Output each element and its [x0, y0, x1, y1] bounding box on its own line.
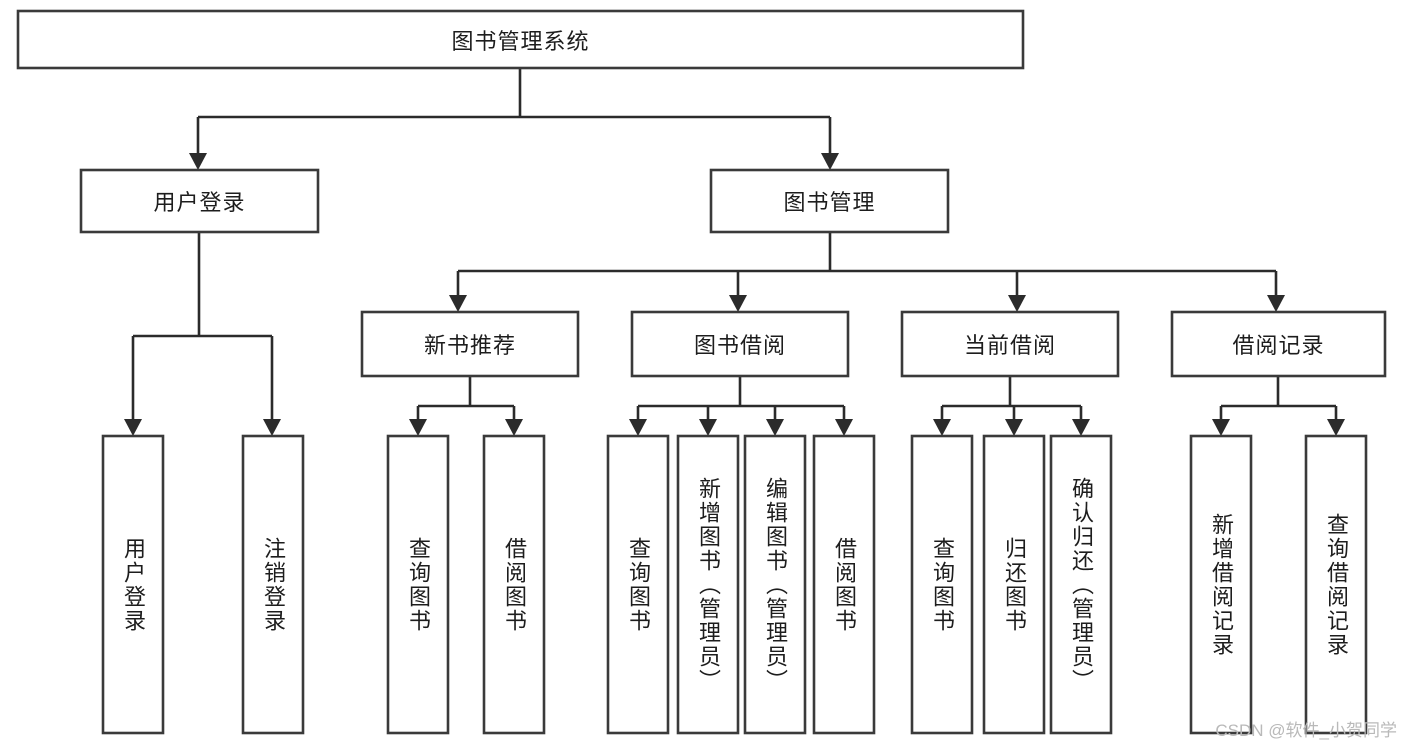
grp-borrow-record-drop-0-arrowhead — [1212, 419, 1230, 436]
node-box-leaf-add-record — [1189, 434, 1253, 735]
node-box-leaf-query-book-3 — [910, 434, 974, 735]
node-box-title — [16, 9, 1025, 70]
manage-drop-3-arrowhead — [1267, 295, 1285, 312]
grp-borrow-record-drop-1-arrowhead — [1327, 419, 1345, 436]
node-box-leaf-user-login — [101, 434, 165, 735]
boxes-layer — [16, 9, 1387, 735]
grp-new-book-drop-1-arrowhead — [505, 419, 523, 436]
root-drop-0-arrowhead — [189, 153, 207, 170]
manage-drop-0-arrowhead — [449, 295, 467, 312]
manage-drop-2-arrowhead — [1008, 295, 1026, 312]
login-drop-1-arrowhead — [263, 419, 281, 436]
node-box-leaf-query-book-1 — [386, 434, 450, 735]
root-drop-1-arrowhead — [821, 153, 839, 170]
node-box-current-borrow — [900, 310, 1120, 378]
node-box-leaf-add-book — [676, 434, 740, 735]
node-box-leaf-return-book — [982, 434, 1046, 735]
grp-book-borrow-drop-3-arrowhead — [835, 419, 853, 436]
node-box-leaf-borrow-book-2 — [812, 434, 876, 735]
grp-book-borrow-drop-0-arrowhead — [629, 419, 647, 436]
node-box-new-book-recommend — [360, 310, 580, 378]
manage-drop-1-arrowhead — [729, 295, 747, 312]
node-box-leaf-query-record — [1304, 434, 1368, 735]
grp-current-borrow-drop-1-arrowhead — [1005, 419, 1023, 436]
node-box-borrow-record — [1170, 310, 1387, 378]
login-drop-0-arrowhead — [124, 419, 142, 436]
node-box-book-borrow — [630, 310, 850, 378]
grp-current-borrow-drop-2-arrowhead — [1072, 419, 1090, 436]
node-box-leaf-edit-book — [743, 434, 807, 735]
grp-book-borrow-drop-1-arrowhead — [699, 419, 717, 436]
node-box-leaf-borrow-book-1 — [482, 434, 546, 735]
node-box-leaf-logout-login — [241, 434, 305, 735]
grp-new-book-drop-0-arrowhead — [409, 419, 427, 436]
grp-current-borrow-drop-0-arrowhead — [933, 419, 951, 436]
node-box-leaf-query-book-2 — [606, 434, 670, 735]
node-box-leaf-confirm-return — [1049, 434, 1113, 735]
node-box-user-login — [79, 168, 320, 234]
node-box-book-manage — [709, 168, 950, 234]
edges-layer — [124, 68, 1345, 436]
grp-book-borrow-drop-2-arrowhead — [766, 419, 784, 436]
